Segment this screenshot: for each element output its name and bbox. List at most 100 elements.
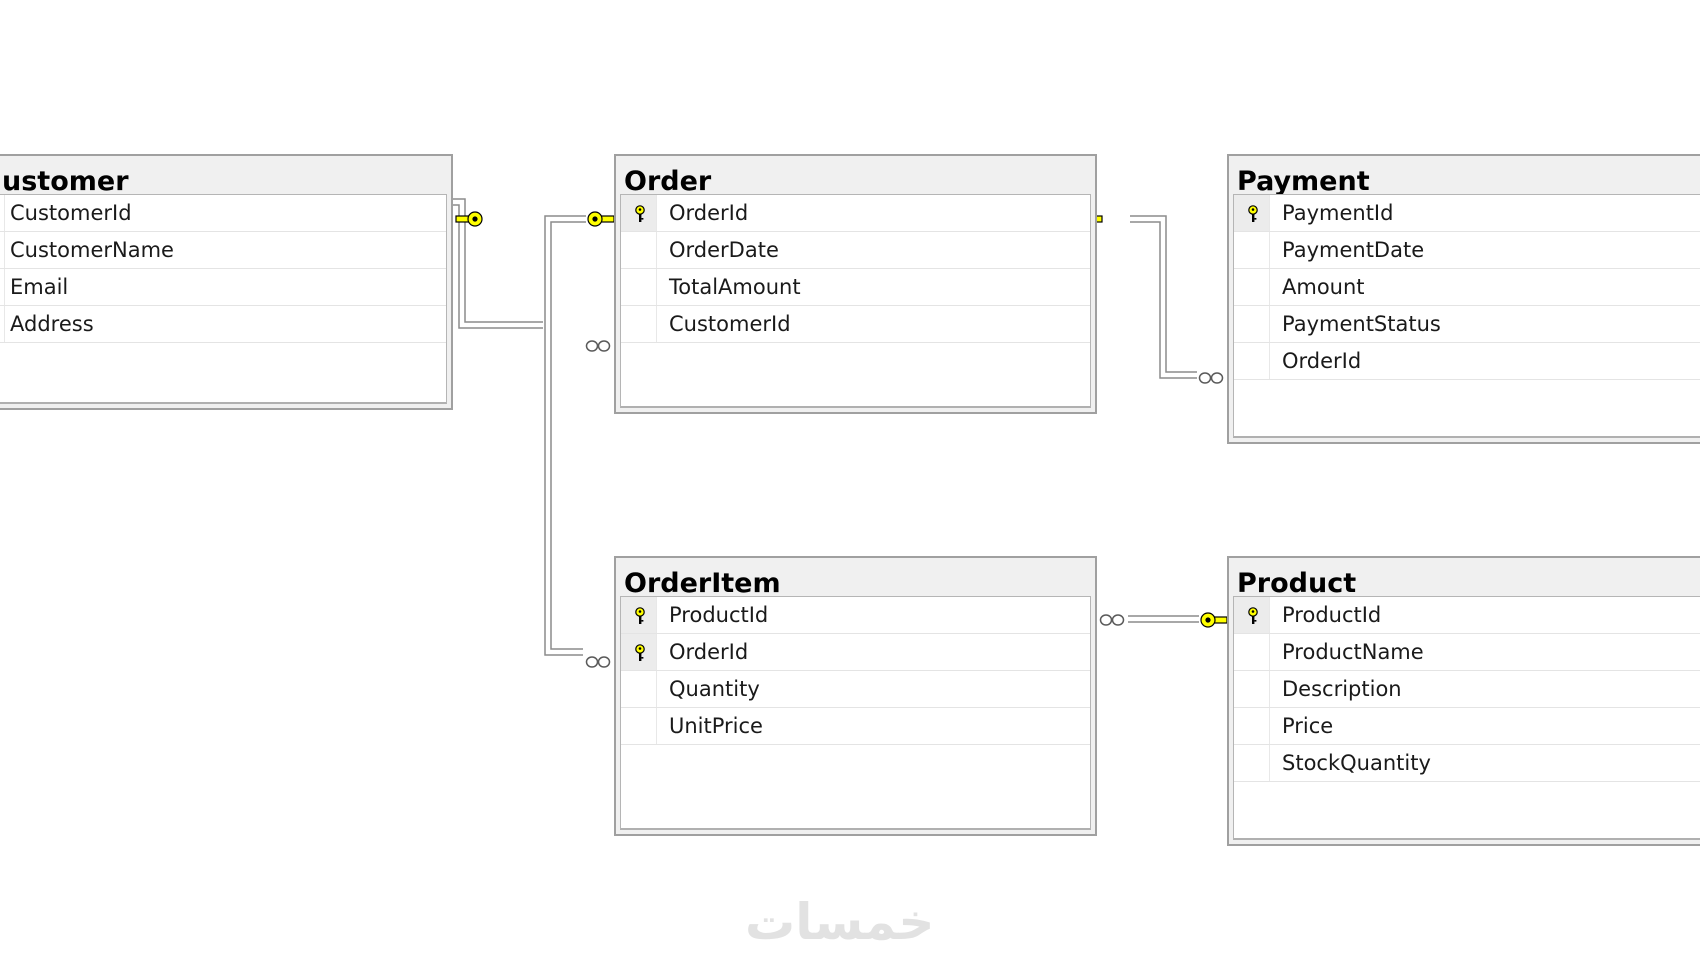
table-payment[interactable]: Payment PaymentId PaymentDate — [1227, 154, 1700, 444]
key-end-icon — [455, 211, 483, 227]
key-end-icon — [1200, 612, 1228, 628]
column-row[interactable]: OrderDate — [621, 232, 1090, 269]
column-row[interactable]: CustomerName — [0, 232, 446, 269]
column-row[interactable]: Email — [0, 269, 446, 306]
column-row[interactable]: CustomerId — [0, 195, 446, 232]
column-row[interactable]: ProductId — [621, 597, 1090, 634]
table-customer[interactable]: ustomer CustomerId CustomerName Email Ad… — [0, 154, 453, 410]
watermark-logo: خمسات — [745, 893, 935, 951]
relationship-order-orderitem — [544, 215, 586, 656]
row-selector — [1234, 745, 1270, 781]
row-selector — [1234, 708, 1270, 744]
column-row[interactable]: CustomerId — [621, 306, 1090, 343]
column-name: Amount — [1282, 275, 1365, 299]
row-selector — [0, 269, 5, 305]
row-selector — [1234, 634, 1270, 670]
table-columns: ProductId ProductName Description Price … — [1233, 596, 1700, 840]
column-row[interactable]: Description — [1234, 671, 1700, 708]
row-selector — [621, 306, 657, 342]
row-selector — [1234, 232, 1270, 268]
column-row[interactable]: Price — [1234, 708, 1700, 745]
many-end-marker — [1198, 372, 1224, 384]
column-name: PaymentStatus — [1282, 312, 1441, 336]
column-row[interactable]: Amount — [1234, 269, 1700, 306]
relationship-product-orderitem — [1128, 615, 1199, 623]
column-name: Email — [10, 275, 69, 299]
column-name: PaymentDate — [1282, 238, 1425, 262]
column-name: CustomerName — [10, 238, 174, 262]
row-selector — [1234, 195, 1270, 231]
column-name: OrderId — [669, 640, 749, 664]
relationship-customer-order — [448, 198, 543, 329]
table-title: OrderItem — [624, 568, 781, 599]
column-name: Price — [1282, 714, 1334, 738]
table-columns: OrderId OrderDate TotalAmount CustomerId — [620, 194, 1091, 408]
table-orderitem[interactable]: OrderItem ProductId — [614, 556, 1097, 836]
primary-key-icon — [635, 644, 645, 661]
row-selector — [621, 269, 657, 305]
row-selector — [0, 232, 5, 268]
many-end-marker — [585, 656, 611, 668]
row-selector — [621, 597, 657, 633]
row-selector — [621, 708, 657, 744]
row-selector — [0, 306, 5, 342]
column-name: Quantity — [669, 677, 760, 701]
column-row[interactable]: StockQuantity — [1234, 745, 1700, 782]
primary-key-icon — [1248, 205, 1258, 222]
column-name: UnitPrice — [669, 714, 763, 738]
table-title: Product — [1237, 568, 1357, 599]
column-row[interactable]: UnitPrice — [621, 708, 1090, 745]
key-end-icon — [587, 211, 615, 227]
column-row[interactable]: Address — [0, 306, 446, 343]
column-name: PaymentId — [1282, 201, 1394, 225]
many-end-marker — [585, 340, 611, 352]
row-selector — [1234, 306, 1270, 342]
primary-key-icon — [635, 607, 645, 624]
column-row[interactable]: Quantity — [621, 671, 1090, 708]
row-selector — [1234, 269, 1270, 305]
table-title: Order — [624, 166, 712, 197]
row-selector — [621, 671, 657, 707]
row-selector — [1234, 597, 1270, 633]
column-name: OrderDate — [669, 238, 779, 262]
row-selector — [621, 195, 657, 231]
column-row[interactable]: OrderId — [621, 634, 1090, 671]
table-columns: CustomerId CustomerName Email Address — [0, 194, 447, 404]
column-row[interactable]: PaymentStatus — [1234, 306, 1700, 343]
table-columns: ProductId OrderId Quantity — [620, 596, 1091, 830]
table-columns: PaymentId PaymentDate Amount PaymentStat… — [1233, 194, 1700, 438]
row-selector — [1234, 671, 1270, 707]
column-name: StockQuantity — [1282, 751, 1431, 775]
column-name: OrderId — [669, 201, 749, 225]
column-row[interactable]: OrderId — [621, 195, 1090, 232]
column-name: OrderId — [1282, 349, 1362, 373]
table-title: ustomer — [2, 166, 129, 197]
row-selector — [621, 232, 657, 268]
primary-key-icon — [1248, 607, 1258, 624]
column-row[interactable]: OrderId — [1234, 343, 1700, 380]
primary-key-icon — [635, 205, 645, 222]
column-row[interactable]: ProductName — [1234, 634, 1700, 671]
column-row[interactable]: PaymentId — [1234, 195, 1700, 232]
column-name: ProductName — [1282, 640, 1424, 664]
column-name: CustomerId — [669, 312, 791, 336]
column-name: TotalAmount — [669, 275, 801, 299]
table-title: Payment — [1237, 166, 1370, 197]
column-name: ProductId — [669, 603, 769, 627]
row-selector — [621, 634, 657, 670]
row-selector — [1234, 343, 1270, 379]
column-row[interactable]: ProductId — [1234, 597, 1700, 634]
column-name: Description — [1282, 677, 1402, 701]
table-product[interactable]: Product ProductId ProductName — [1227, 556, 1700, 846]
column-name: CustomerId — [10, 201, 132, 225]
many-end-marker — [1099, 614, 1125, 626]
relationship-order-payment — [1130, 215, 1197, 379]
column-row[interactable]: TotalAmount — [621, 269, 1090, 306]
column-name: Address — [10, 312, 94, 336]
row-selector — [0, 195, 5, 231]
table-order[interactable]: Order OrderId OrderDate To — [614, 154, 1097, 414]
column-name: ProductId — [1282, 603, 1382, 627]
column-row[interactable]: PaymentDate — [1234, 232, 1700, 269]
